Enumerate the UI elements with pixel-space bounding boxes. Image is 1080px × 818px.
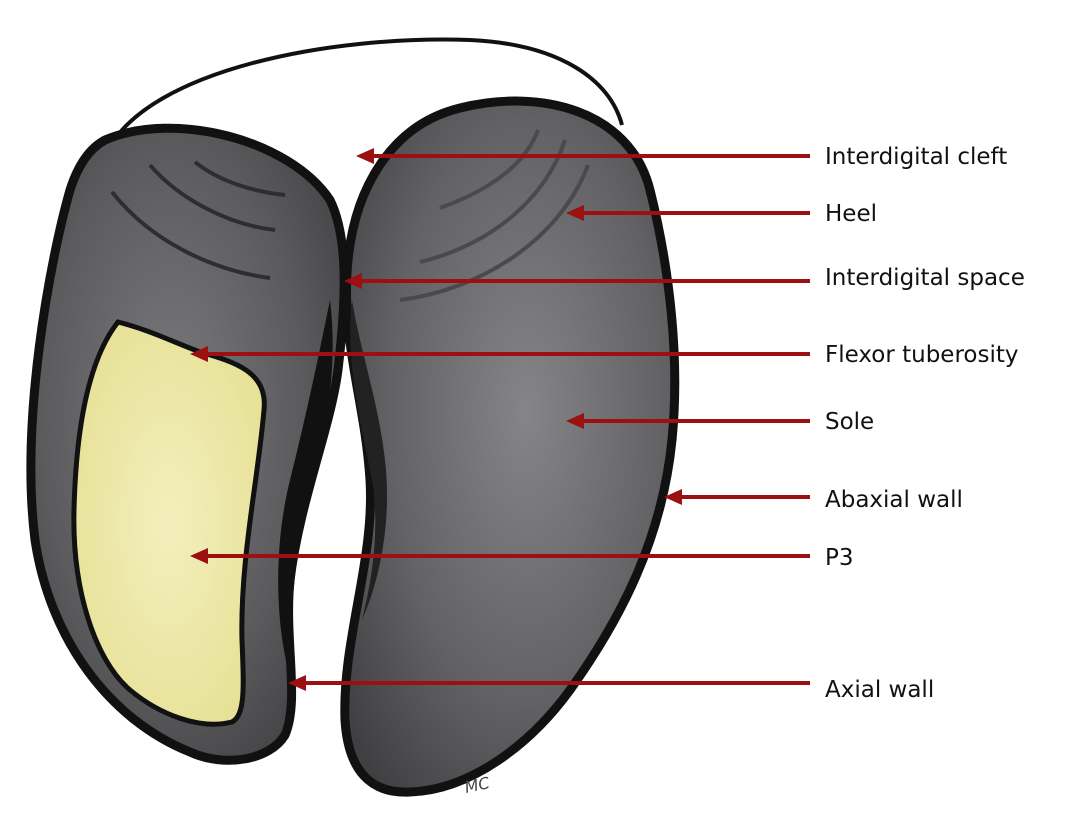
right-claw-axial-shadow xyxy=(350,300,388,620)
arrowhead-p3 xyxy=(190,548,208,564)
label-interdigital-cleft: Interdigital cleft xyxy=(825,144,1007,170)
left-heel-groove xyxy=(148,163,276,232)
label-sole: Sole xyxy=(825,409,874,435)
label-p3: P3 xyxy=(825,545,854,571)
skin-outline xyxy=(106,37,624,151)
left-heel-groove xyxy=(110,190,271,280)
label-flexor-tuberosity: Flexor tuberosity xyxy=(825,342,1018,368)
right-heel-groove xyxy=(399,164,590,302)
label-axial-wall: Axial wall xyxy=(825,677,934,703)
label-heel: Heel xyxy=(825,201,877,227)
arrowhead-axial-wall xyxy=(288,675,306,691)
arrowhead-flexor-tuberosity xyxy=(190,346,208,362)
annotation-labels: Interdigital cleft Heel Interdigital spa… xyxy=(825,144,1025,703)
artist-signature: MC xyxy=(463,773,492,797)
right-heel-groove xyxy=(439,129,540,210)
arrowhead-abaxial-wall xyxy=(664,489,682,505)
arrowhead-interdigital-cleft xyxy=(356,148,374,164)
p3-bone xyxy=(71,319,267,727)
right-claw xyxy=(340,96,680,797)
label-interdigital-space: Interdigital space xyxy=(825,265,1025,291)
right-heel-groove xyxy=(419,139,567,264)
left-heel-groove xyxy=(193,160,286,197)
arrowhead-heel xyxy=(566,205,584,221)
label-abaxial-wall: Abaxial wall xyxy=(825,487,963,513)
annotation-arrows xyxy=(190,148,810,691)
left-claw-axial-shadow xyxy=(278,300,333,690)
arrowhead-interdigital-space xyxy=(344,273,362,289)
arrowhead-sole xyxy=(566,413,584,429)
